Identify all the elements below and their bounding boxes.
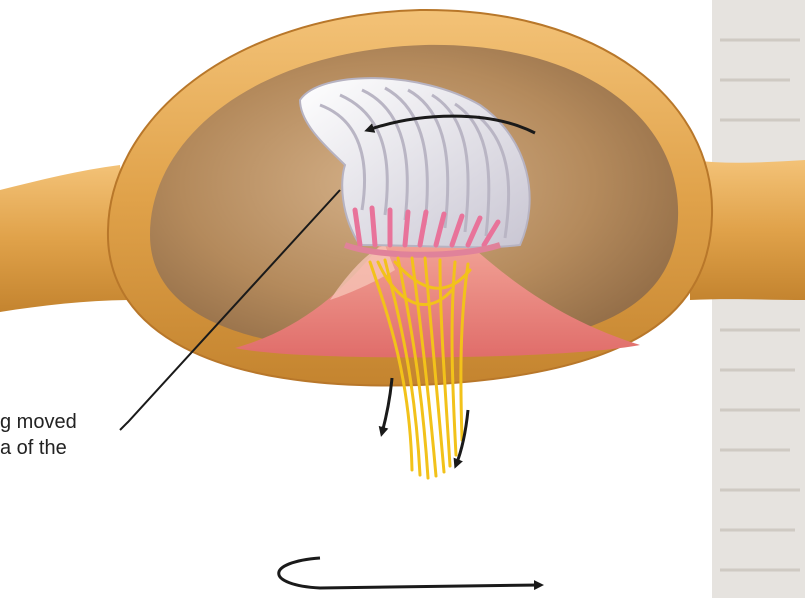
annotation-line-2: a of the bbox=[0, 435, 67, 461]
rotation-arrow-icon bbox=[279, 558, 540, 588]
annotation-line-1: g moved bbox=[0, 409, 77, 435]
